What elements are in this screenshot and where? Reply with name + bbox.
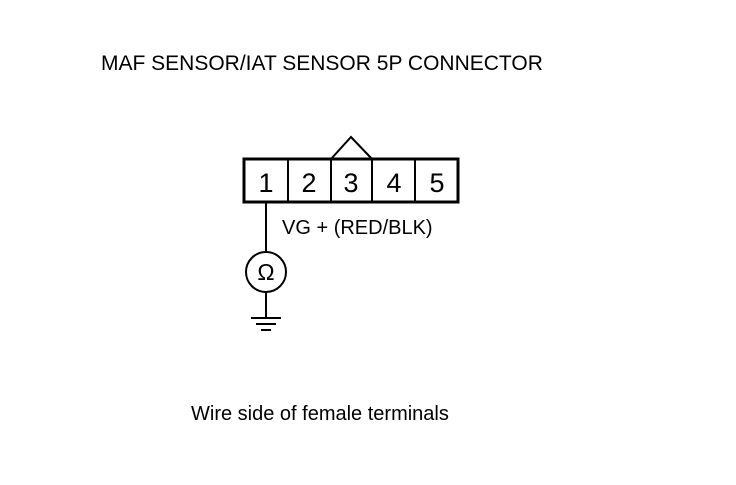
diagram-title: MAF SENSOR/IAT SENSOR 5P CONNECTOR [101, 52, 543, 75]
connector-housing [242, 157, 460, 204]
terminal-3-label: 3 [343, 168, 358, 198]
terminal-1-label: 1 [258, 168, 273, 198]
ohmmeter-icon: Ω [245, 251, 287, 293]
terminal-4-label: 4 [386, 168, 401, 198]
wire-label: VG + (RED/BLK) [282, 217, 433, 239]
terminal-2-label: 2 [301, 168, 316, 198]
connector-key-icon [330, 135, 373, 160]
diagram-caption: Wire side of female terminals [191, 403, 449, 425]
terminal-5-label: 5 [429, 168, 444, 198]
ground-icon [251, 317, 281, 331]
ohm-symbol: Ω [257, 259, 274, 285]
